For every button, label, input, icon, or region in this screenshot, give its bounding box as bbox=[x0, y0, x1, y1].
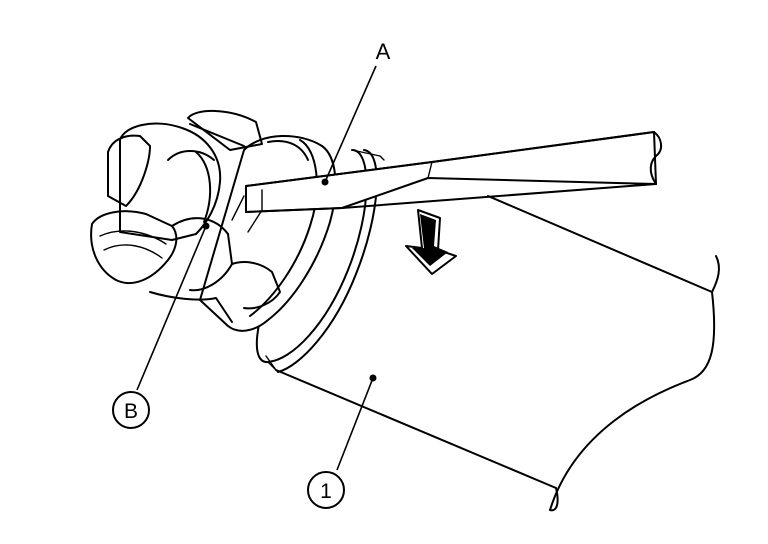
push-down-arrow bbox=[405, 209, 457, 275]
label-1: 1 bbox=[320, 480, 332, 503]
callout-leaders bbox=[136, 65, 377, 471]
connector-housing bbox=[90, 109, 337, 332]
label-a: A bbox=[376, 39, 391, 64]
callout-b: B bbox=[112, 391, 150, 429]
callout-1: 1 bbox=[307, 471, 345, 509]
flat-blade-tool bbox=[245, 131, 662, 213]
label-b: B bbox=[124, 400, 138, 423]
cylinder-body bbox=[265, 195, 720, 512]
